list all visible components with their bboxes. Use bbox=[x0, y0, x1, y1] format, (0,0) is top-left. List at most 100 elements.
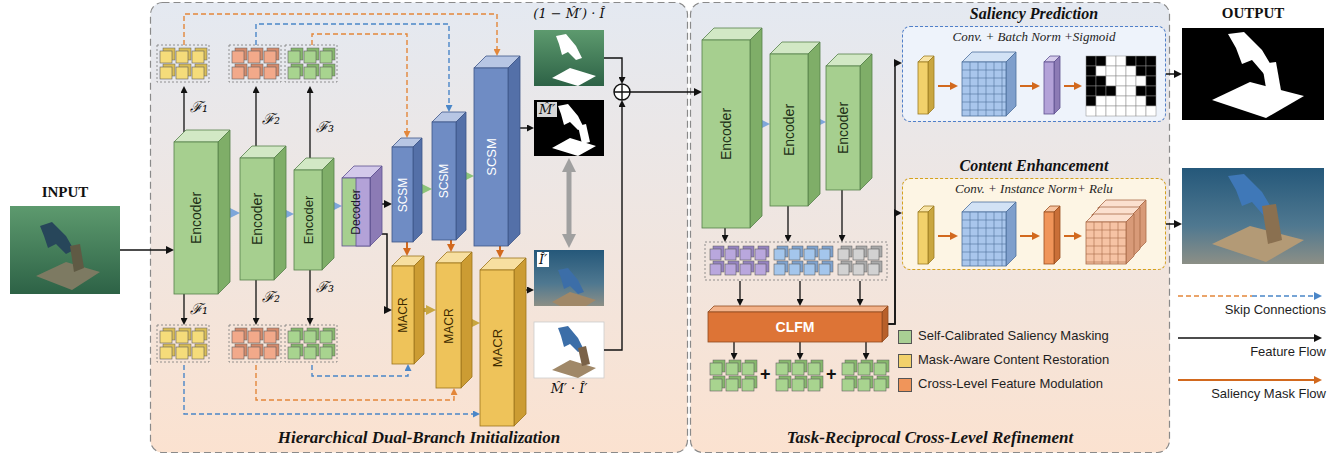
block-shape bbox=[414, 256, 424, 364]
feature-cube bbox=[755, 264, 766, 275]
feature-cube bbox=[742, 379, 754, 391]
feature-cube bbox=[792, 379, 804, 391]
saliency-grid bbox=[1116, 76, 1126, 86]
saliency-grid bbox=[1126, 56, 1136, 66]
feature-cube bbox=[755, 249, 766, 260]
connector bbox=[230, 211, 235, 215]
input-image bbox=[70, 244, 84, 272]
feature-cube bbox=[842, 379, 854, 391]
saliency-grid bbox=[1136, 76, 1146, 86]
panel-caption: Task-Reciprocal Cross-Level Refinement bbox=[690, 428, 1170, 448]
flow-line bbox=[739, 281, 740, 303]
module-block: Encoder bbox=[770, 42, 820, 206]
block-label: Encoder bbox=[719, 108, 733, 160]
feature-cube bbox=[264, 51, 276, 63]
feature-cube bbox=[804, 249, 815, 260]
feature-group-outline bbox=[229, 45, 281, 82]
task-box: Conv. + Instance Norm+ Relu bbox=[902, 178, 1166, 270]
saliency-grid bbox=[1126, 66, 1136, 76]
connector bbox=[888, 213, 898, 324]
block-shape bbox=[392, 147, 413, 242]
legend-text: Feature Flow bbox=[1250, 344, 1326, 359]
flow-line bbox=[724, 228, 725, 239]
block-shape bbox=[708, 306, 888, 312]
block-label: SCSM bbox=[485, 138, 498, 176]
feature-cube bbox=[232, 67, 244, 79]
feature-cube bbox=[176, 51, 188, 63]
block-label: Encoder bbox=[782, 104, 796, 156]
panel-ground bbox=[151, 3, 688, 453]
feature-cube bbox=[232, 51, 244, 63]
block-shape bbox=[342, 178, 370, 246]
layer-slab bbox=[918, 62, 928, 114]
task-operations: Conv. + Batch Norm +Sigmoid bbox=[903, 29, 1165, 45]
feature-cube bbox=[808, 379, 820, 391]
feature-cube bbox=[789, 249, 800, 260]
flow-line bbox=[526, 289, 531, 290]
block-shape bbox=[860, 54, 872, 190]
feature-cube bbox=[192, 331, 204, 343]
block-shape bbox=[770, 54, 808, 206]
connector bbox=[334, 204, 337, 208]
saliency-grid bbox=[1106, 56, 1116, 66]
layer-slab bbox=[1044, 212, 1054, 264]
saliency-grid bbox=[1086, 96, 1096, 106]
feature-cube bbox=[710, 379, 722, 391]
task-head: Saliency PredictionConv. + Batch Norm +S… bbox=[902, 4, 1166, 122]
grid-line bbox=[962, 228, 1006, 229]
feature-cube bbox=[740, 249, 751, 260]
connector bbox=[422, 187, 427, 191]
block-shape bbox=[750, 28, 762, 228]
legend-sample bbox=[1178, 337, 1318, 339]
saliency-grid bbox=[1106, 106, 1116, 116]
feature-cube bbox=[838, 249, 849, 260]
saliency-grid bbox=[1146, 86, 1156, 96]
io-label: OUTPUT bbox=[1222, 5, 1285, 22]
connector bbox=[472, 321, 475, 325]
feature-cube bbox=[710, 249, 721, 260]
block-shape bbox=[322, 158, 334, 270]
saliency-grid bbox=[1116, 56, 1126, 66]
feature-cube bbox=[868, 249, 879, 260]
grid-line bbox=[1118, 222, 1119, 264]
tensor-block bbox=[1006, 52, 1016, 116]
flow-line bbox=[183, 294, 184, 322]
legend-swatch bbox=[898, 330, 912, 344]
flow-line bbox=[859, 281, 860, 303]
tensor-block bbox=[962, 62, 1006, 116]
saliency-grid bbox=[1146, 96, 1156, 106]
block-shape bbox=[480, 270, 514, 426]
saliency-grid bbox=[1146, 106, 1156, 116]
mask-image bbox=[578, 124, 590, 144]
feature-cube bbox=[232, 347, 244, 359]
feature-group-outline bbox=[157, 325, 209, 362]
tensor-block bbox=[1126, 214, 1134, 264]
connector bbox=[888, 63, 898, 324]
feature-symbol: ℱ₁ bbox=[190, 96, 208, 116]
flow-line bbox=[787, 206, 788, 239]
skip-connection bbox=[256, 24, 449, 109]
feature-cube bbox=[264, 347, 276, 359]
flow-line bbox=[733, 342, 734, 357]
grid-line bbox=[1086, 246, 1126, 247]
module-block: SCSM bbox=[474, 56, 520, 246]
object-image bbox=[534, 322, 604, 378]
flow-line bbox=[604, 104, 622, 351]
block-label: MACR bbox=[397, 297, 409, 332]
block-label: Decoder bbox=[350, 189, 362, 234]
saliency-grid bbox=[1126, 96, 1136, 106]
restored-image bbox=[552, 292, 596, 306]
feature-group-outline bbox=[285, 325, 337, 362]
task-head: Content EnhancementConv. + Instance Norm… bbox=[902, 156, 1166, 270]
feature-cube bbox=[725, 264, 736, 275]
feature-group-outline bbox=[705, 242, 887, 280]
flow-line bbox=[1064, 85, 1078, 87]
grid-line bbox=[962, 220, 1006, 221]
sum-sign: + bbox=[760, 364, 771, 385]
module-block: SCSM bbox=[432, 112, 466, 240]
stage-panel: Hierarchical Dual-Branch InitializationE… bbox=[150, 2, 688, 454]
legend-text: Self-Calibrated Saliency Masking bbox=[918, 328, 1109, 343]
image-caption: M̂′ · Î′ bbox=[551, 381, 588, 396]
flow-line bbox=[938, 235, 954, 237]
input-image bbox=[10, 206, 120, 294]
